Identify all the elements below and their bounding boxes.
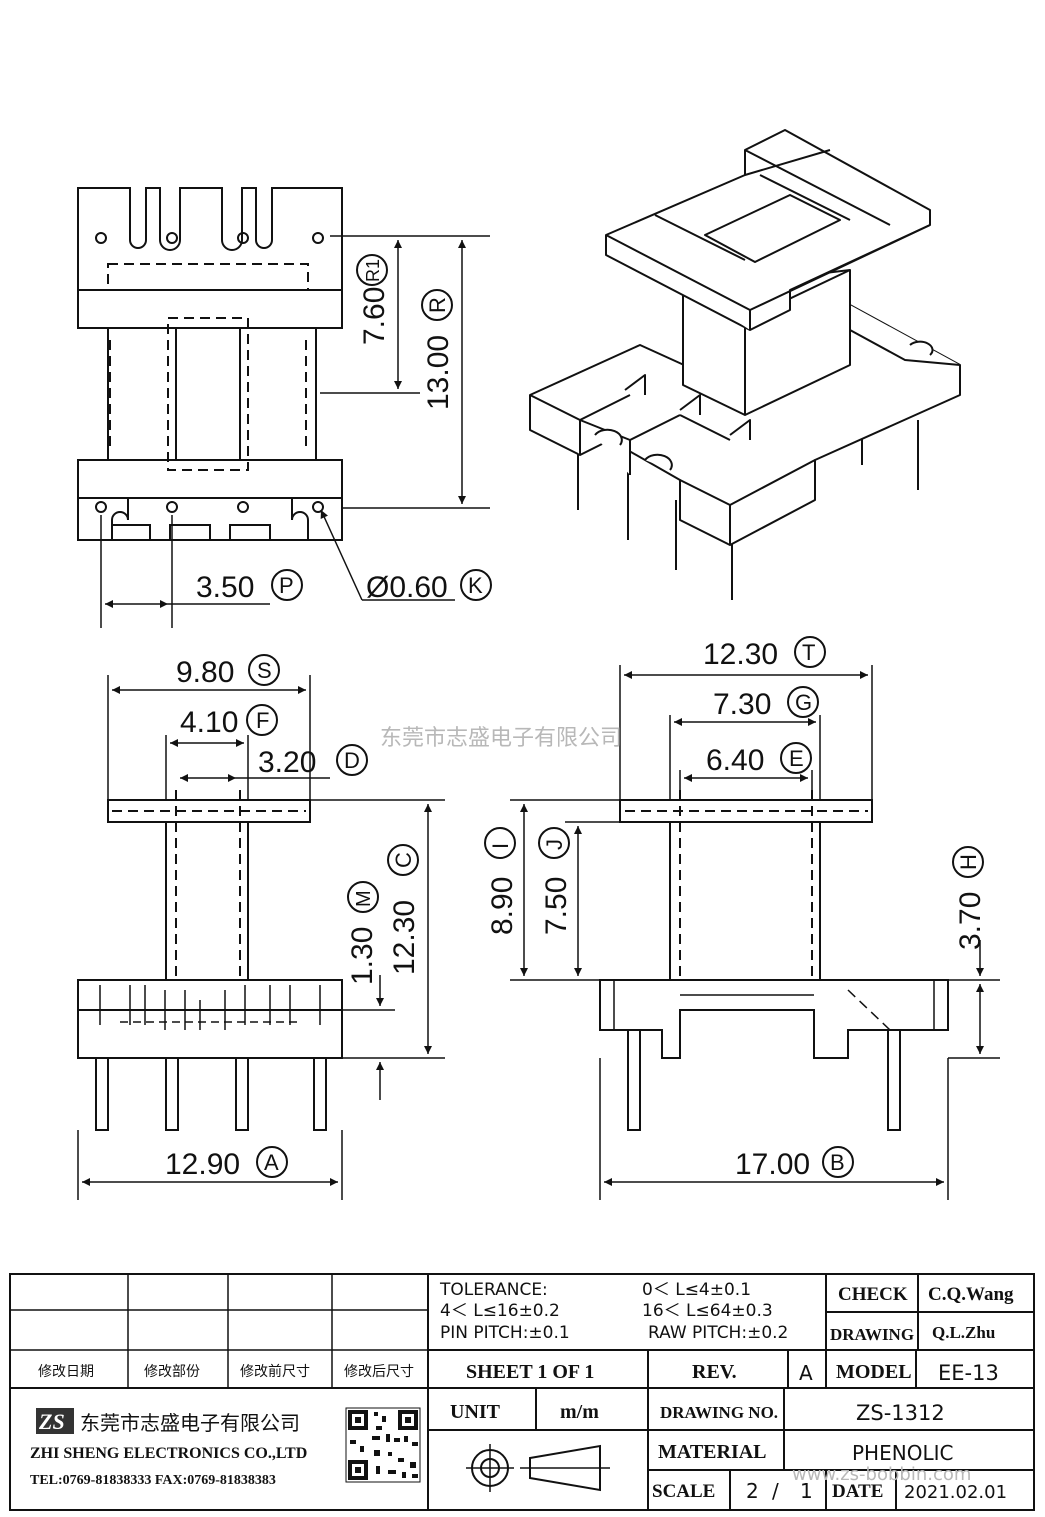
svg-text:0＜ L≤4±0.1: 0＜ L≤4±0.1 [642,1280,751,1300]
svg-text:16＜ L≤64±0.3: 16＜ L≤64±0.3 [642,1301,773,1321]
drawing-no-value: ZS-1312 [856,1401,945,1425]
svg-text:A: A [264,1150,279,1175]
dim-k: Ø0.60 K [366,569,492,604]
dim-s: 9.80 S [176,654,280,689]
dim-f: 4.10 F [180,704,278,739]
svg-text:P: P [279,573,294,598]
svg-text:12.90: 12.90 [165,1148,240,1181]
svg-text:7.60: 7.60 [358,287,391,345]
svg-text:7.50: 7.50 [540,877,573,935]
title-block [9,1273,1035,1511]
svg-text:PIN PITCH:±0.1: PIN PITCH:±0.1 [440,1323,570,1343]
svg-text:9.80: 9.80 [176,656,234,689]
svg-text:6.40: 6.40 [706,744,764,777]
svg-text:S: S [257,658,272,683]
scale-numerator: 2 [746,1479,759,1503]
svg-text:G: G [795,690,812,715]
company-contact: TEL:0769-81838333 FAX:0769-81838383 [30,1473,276,1488]
dim-i: 8.90 I [484,827,519,935]
svg-text:C: C [391,852,416,868]
rev-label: REV. [692,1361,737,1383]
tolerance-block: TOLERANCE: 0＜ L≤4±0.1 4＜ L≤16±0.2 16＜ L≤… [439,1280,788,1343]
watermark-url: www.zs-bobbin.com [792,1464,971,1485]
top-view [77,187,490,628]
svg-text:修改部份: 修改部份 [144,1364,200,1380]
svg-text:D: D [344,748,360,773]
dim-b: 17.00 B [735,1146,854,1181]
svg-text:1.30: 1.30 [346,927,379,985]
unit-value: m/m [560,1401,599,1423]
date-value: 2021.02.01 [904,1482,1007,1503]
svg-text:M: M [353,890,375,907]
dim-h: 3.70 H [952,846,987,950]
front-view [77,675,445,1200]
model-label: MODEL [836,1361,912,1383]
svg-text:J: J [542,839,567,850]
svg-text:Ø0.60: Ø0.60 [366,571,448,604]
svg-text:TOLERANCE:: TOLERANCE: [439,1280,548,1300]
scale-denominator: 1 [800,1479,813,1503]
sheet-label: SHEET 1 OF 1 [466,1361,594,1383]
isometric-view [529,129,961,600]
drawing-label: DRAWING [830,1325,914,1344]
svg-text:R1: R1 [363,259,383,282]
svg-text:F: F [256,708,269,733]
dim-r: 13.00 R [421,289,455,410]
svg-text:8.90: 8.90 [486,877,519,935]
dim-j: 7.50 J [538,827,573,935]
unit-label: UNIT [450,1401,501,1423]
svg-text:7.30: 7.30 [713,688,771,721]
dim-r1: 7.60 R1 [356,254,391,345]
svg-text:4.10: 4.10 [180,706,238,739]
svg-text:R: R [425,297,450,313]
dim-t: 12.30 T [703,636,826,671]
svg-text:4＜ L≤16±0.2: 4＜ L≤16±0.2 [440,1301,560,1321]
drawing-no-label: DRAWING NO. [660,1403,778,1422]
dim-e: 6.40 E [706,742,812,777]
material-label: MATERIAL [658,1441,767,1463]
revision-headers: 修改日期 修改部份 修改前尺寸 修改后尺寸 [38,1363,414,1380]
model-value: EE-13 [938,1361,999,1385]
scale-label: SCALE [652,1481,715,1502]
svg-text:E: E [789,746,804,771]
svg-text:B: B [830,1150,845,1175]
svg-text:I: I [488,843,513,849]
svg-text:H: H [956,854,981,870]
watermark-company: 东莞市志盛电子有限公司 [380,726,622,751]
svg-text:3.20: 3.20 [258,746,316,779]
svg-text:K: K [468,573,483,598]
svg-text:17.00: 17.00 [735,1148,810,1181]
material-value: PHENOLIC [852,1441,953,1465]
drawing-value: Q.L.Zhu [932,1323,995,1342]
svg-text:3.70: 3.70 [954,892,987,950]
dim-m: 1.30 M [346,881,379,985]
svg-text:修改后尺寸: 修改后尺寸 [344,1364,414,1380]
dim-d: 3.20 D [258,744,368,779]
svg-text:修改前尺寸: 修改前尺寸 [240,1363,310,1380]
svg-text:12.30: 12.30 [388,900,421,975]
qr-code [345,1407,421,1483]
check-value: C.Q.Wang [928,1284,1014,1305]
rev-value: A [799,1361,813,1385]
dim-c: 12.30 C [387,844,421,975]
svg-text:T: T [802,640,815,665]
check-label: CHECK [838,1284,908,1305]
side-view [510,665,1000,1200]
svg-text:RAW PITCH:±0.2: RAW PITCH:±0.2 [648,1323,788,1343]
date-label: DATE [832,1481,883,1502]
scale-separator: / [772,1479,779,1503]
dim-g: 7.30 G [713,686,819,721]
svg-text:12.30: 12.30 [703,638,778,671]
svg-text:ZS: ZS [38,1409,65,1434]
dim-p: 3.50 P [196,569,303,604]
company-name-en: ZHI SHENG ELECTRONICS CO.,LTD [30,1445,307,1462]
svg-text:3.50: 3.50 [196,571,254,604]
company-name-cn: 东莞市志盛电子有限公司 [80,1411,300,1435]
company-logo: ZS [36,1408,74,1434]
svg-text:修改日期: 修改日期 [38,1364,94,1380]
svg-text:13.00: 13.00 [422,335,455,410]
dim-a: 12.90 A [165,1146,288,1181]
